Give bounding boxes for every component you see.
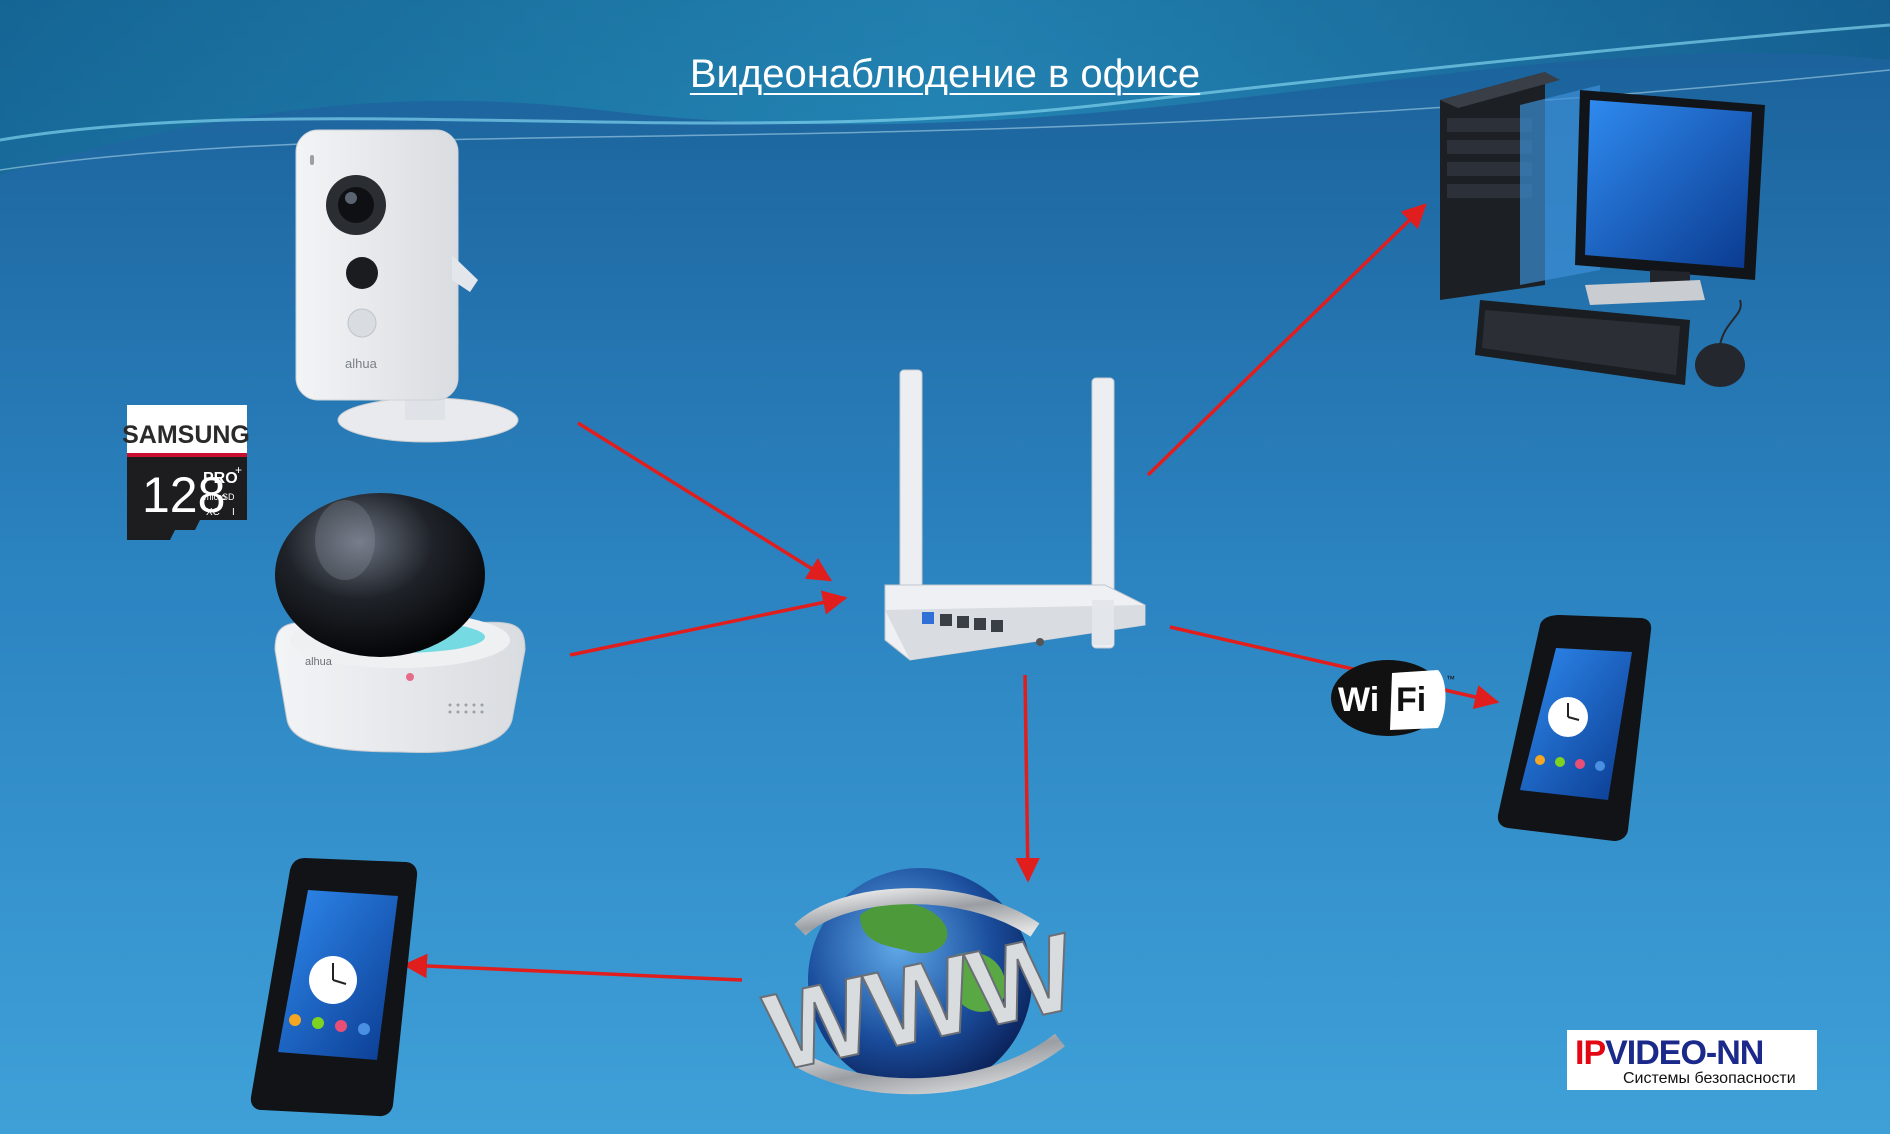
sd-card-capacity: 128 [142,467,225,523]
ptz-camera: alhua [274,493,526,753]
logo-name-ip: IP [1575,1034,1606,1072]
wifi-logo: Wi Fi ™ [1331,660,1455,736]
desktop-computer [1440,72,1765,387]
sd-card-plus: + [235,463,242,477]
sd-card-type-xc: XC [206,507,220,518]
wifi-wi: Wi [1338,681,1379,719]
wifi-fi: Fi [1396,681,1426,719]
sd-card-type-micro: micro [204,492,226,502]
smartphone-remote [250,858,418,1117]
router [884,369,1146,661]
ptz-camera-brand: alhua [305,656,333,668]
header-wave-line [0,23,1890,142]
smartphone-wifi [1497,615,1652,841]
page-title: Видеонаблюдение в офисе [689,52,1201,96]
logo-name-video: VIDEO-NN [1605,1034,1764,1072]
arrow-router-to-desktop [1146,203,1427,477]
wifi-trademark: ™ [1446,674,1455,684]
sd-card-type-sd: SD [222,492,235,502]
cube-camera: alhua [295,129,519,443]
header-wave [0,0,1890,175]
sd-card: SAMSUNG 128 PRO + micro SD XC I [122,405,250,540]
arrow-cube-camera-to-router [577,421,833,582]
arrow-www-to-phone-remote [402,953,743,982]
sd-card-class: I [232,507,235,518]
sd-card-line: PRO [203,470,238,487]
ipvideo-logo: IPVIDEO-NN Системы безопасности [1567,1030,1817,1090]
arrow-router-to-www [1015,674,1040,883]
arrow-ptz-camera-to-router [569,590,848,657]
cube-camera-brand: alhua [345,356,378,371]
logo-name: IPVIDEO-NN [1575,1034,1764,1073]
sd-card-brand: SAMSUNG [122,421,250,449]
logo-subtitle: Системы безопасности [1623,1070,1796,1087]
